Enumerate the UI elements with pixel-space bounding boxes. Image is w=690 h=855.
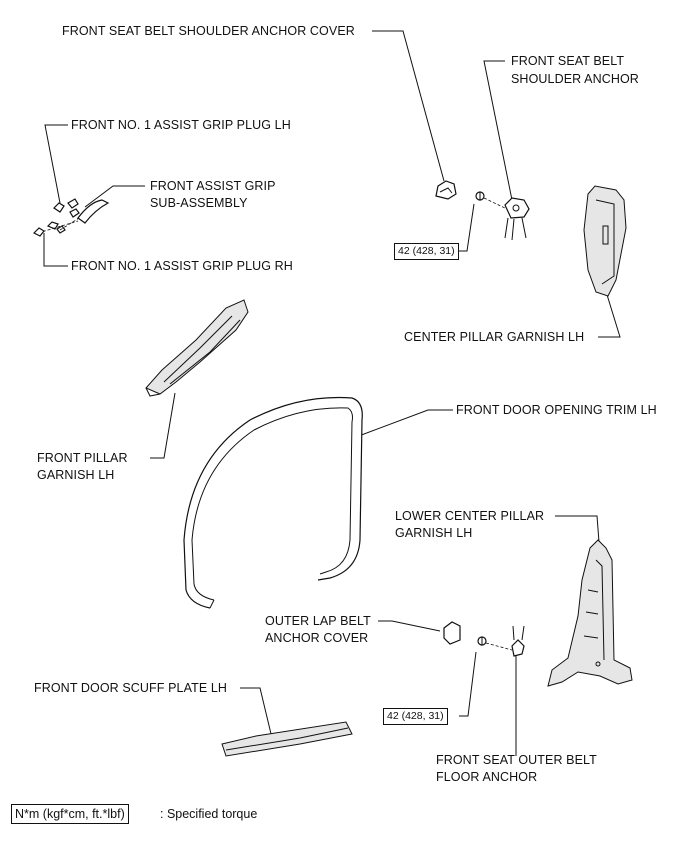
legend-description: : Specified torque (160, 807, 258, 821)
label-center-pillar-garnish: CENTER PILLAR GARNISH LH (404, 330, 585, 344)
scuff-plate-part (221, 721, 353, 757)
shoulder-anchor-cover-part (435, 180, 457, 200)
legend-torque-unit: N*m (kgf*cm, ft.*lbf) (11, 804, 129, 824)
shoulder-anchor-part (475, 191, 530, 241)
label-lower-center-1: LOWER CENTER PILLAR (395, 509, 545, 523)
label-shoulder-anchor-1: FRONT SEAT BELT (511, 54, 625, 68)
label-lower-center-2: GARNISH LH (395, 526, 473, 540)
front-pillar-garnish-part (145, 299, 249, 397)
leader-lines (43, 30, 621, 756)
label-grip-plug-rh: FRONT NO. 1 ASSIST GRIP PLUG RH (71, 259, 293, 273)
floor-anchor-part (477, 625, 525, 657)
label-shoulder-anchor-2: SHOULDER ANCHOR (511, 72, 639, 86)
assist-grip-part (32, 198, 110, 237)
label-assist-grip-2: SUB-ASSEMBLY (150, 196, 248, 210)
torque-box-lower: 42 (428, 31) (383, 708, 448, 725)
label-floor-anchor-1: FRONT SEAT OUTER BELT (436, 753, 597, 767)
lower-center-pillar-part (547, 539, 633, 687)
label-assist-grip-1: FRONT ASSIST GRIP (150, 179, 276, 193)
label-scuff-plate: FRONT DOOR SCUFF PLATE LH (34, 681, 228, 695)
label-front-pillar-2: GARNISH LH (37, 468, 115, 482)
label-outer-lap-2: ANCHOR COVER (265, 631, 369, 645)
label-floor-anchor-2: FLOOR ANCHOR (436, 770, 538, 784)
label-outer-lap-1: OUTER LAP BELT (265, 614, 371, 628)
center-pillar-garnish-part (583, 185, 627, 297)
outer-lap-cover-part (443, 621, 461, 645)
label-door-opening-trim: FRONT DOOR OPENING TRIM LH (456, 403, 657, 417)
label-front-pillar-1: FRONT PILLAR (37, 451, 128, 465)
torque-box-upper: 42 (428, 31) (394, 243, 459, 260)
label-shoulder-anchor-cover: FRONT SEAT BELT SHOULDER ANCHOR COVER (62, 24, 355, 38)
label-grip-plug-lh: FRONT NO. 1 ASSIST GRIP PLUG LH (71, 118, 291, 132)
door-opening-trim-part (183, 396, 363, 609)
